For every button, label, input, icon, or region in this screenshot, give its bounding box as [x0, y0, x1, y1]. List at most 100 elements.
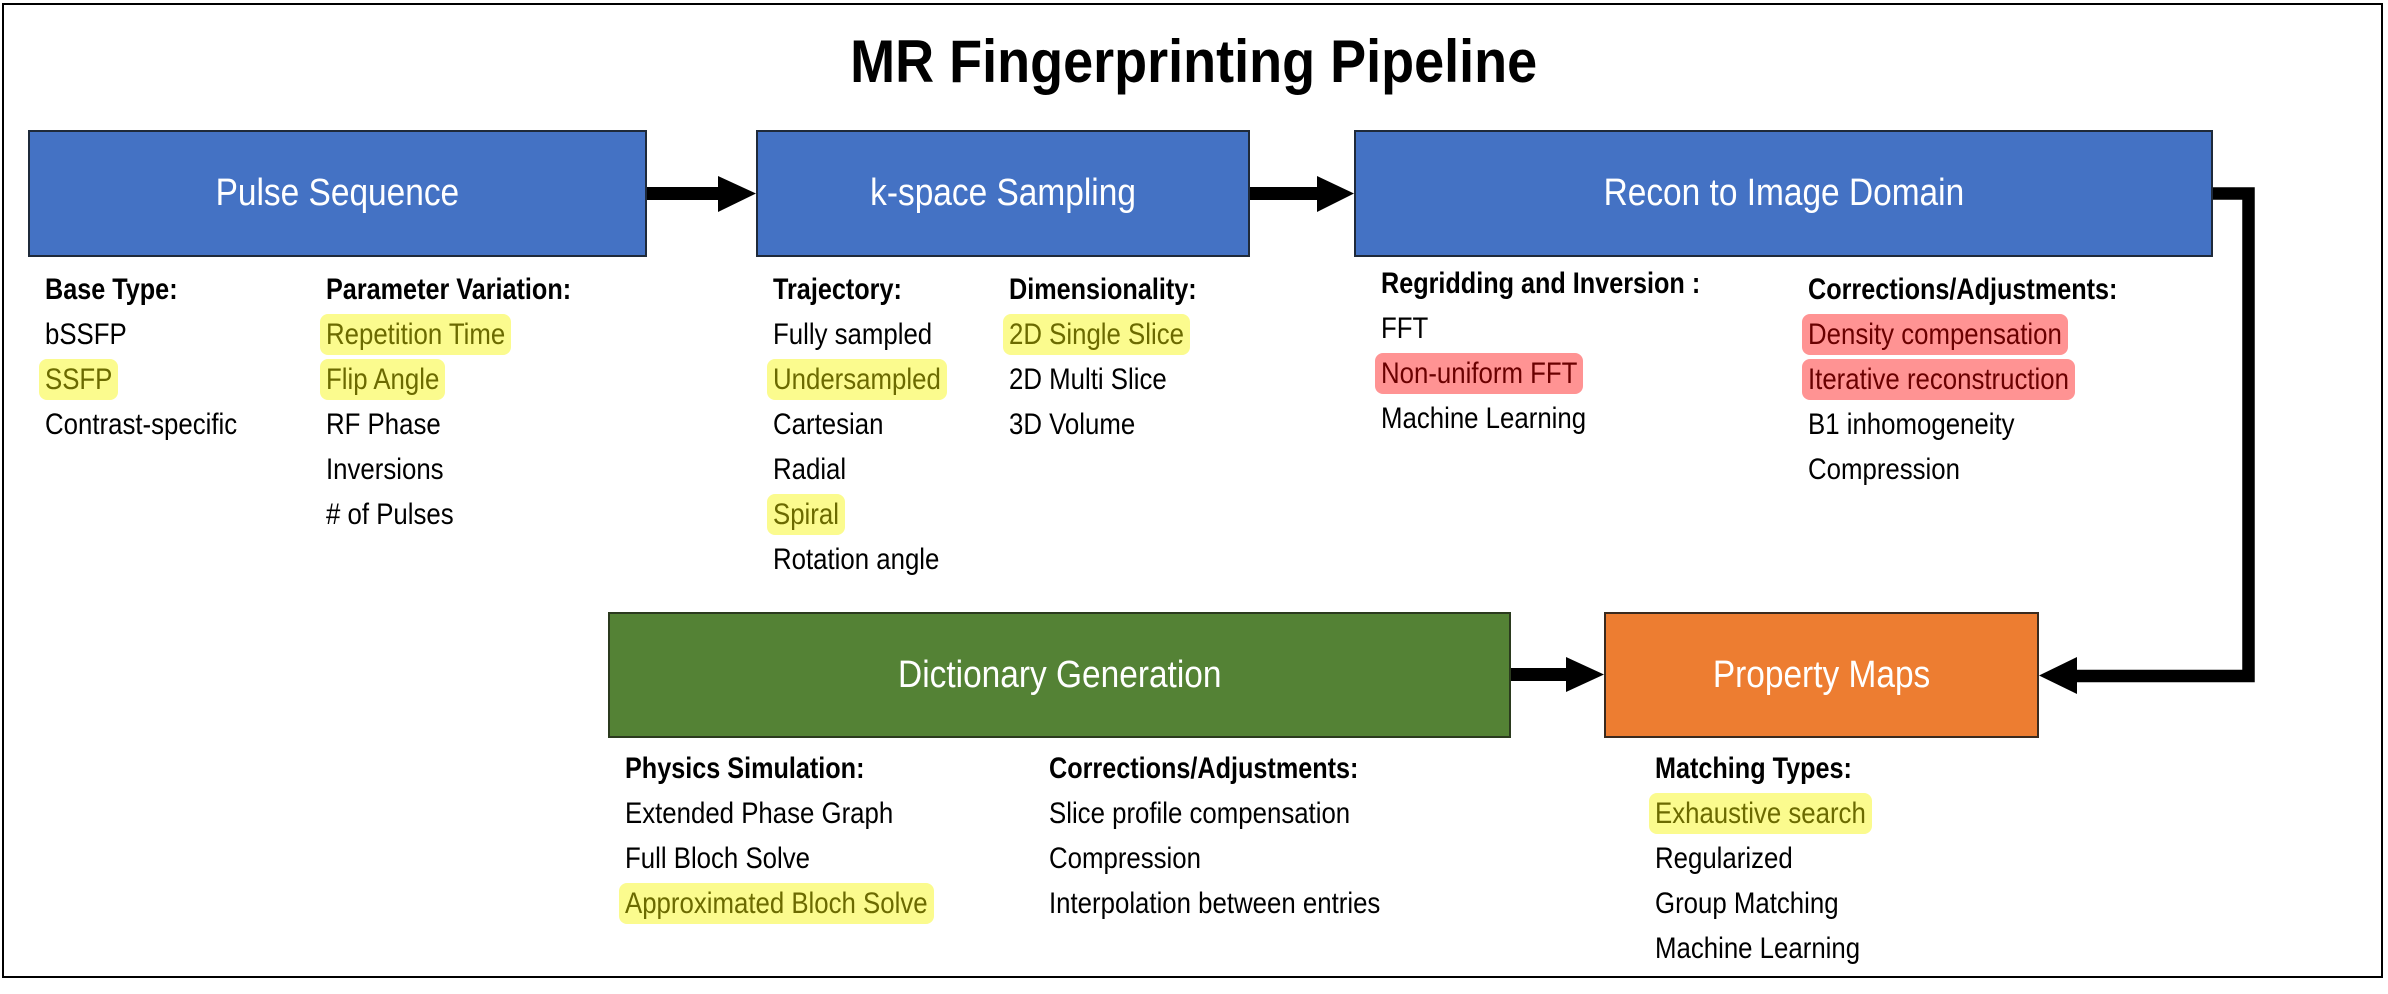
recon-regridding-column: Regridding and Inversion : FFT Non-uniform… [1375, 261, 1761, 441]
yellow-highlight [1649, 793, 1872, 834]
yellow-highlight [767, 359, 947, 400]
list-item: # of Pulses [326, 492, 618, 537]
list-item-text: Contrast-specific [45, 408, 238, 441]
list-item-text: Non-uniform FFT [1381, 357, 1578, 390]
list-item: Cartesian [773, 402, 968, 447]
list-item-text: 2D Multi Slice [1009, 363, 1167, 396]
list-item-text: Exhaustive search [1655, 797, 1866, 830]
list-item: Inversions [326, 447, 618, 492]
list-item-text: Fully sampled [773, 318, 933, 351]
list-item-text: Iterative reconstruction [1808, 363, 2069, 396]
diagram-title: MR Fingerprinting Pipeline [850, 28, 1538, 95]
list-item-text: Machine Learning [1655, 932, 1861, 965]
red-highlight [1802, 314, 2068, 355]
list-item-text: SSFP [45, 363, 113, 396]
yellow-highlight [320, 359, 446, 400]
list-item-text: FFT [1381, 312, 1429, 345]
list-item: Density compensation [1802, 312, 2176, 357]
yellow-highlight [1003, 314, 1190, 355]
column-header: Matching Types: [1655, 746, 1900, 791]
yellow-highlight [320, 314, 512, 355]
column-header-text: Corrections/Adjustments: [1049, 752, 1359, 785]
column-header-text: Corrections/Adjustments: [1808, 273, 2118, 306]
stage-label: k-space Sampling [870, 172, 1136, 214]
list-item-text: Machine Learning [1381, 402, 1587, 435]
list-item: Spiral [767, 492, 968, 537]
list-item: Full Bloch Solve [625, 836, 977, 881]
list-item-text: Repetition Time [326, 318, 506, 351]
column-header: Physics Simulation: [625, 746, 977, 791]
column-header-text: Trajectory: [773, 273, 902, 306]
list-item-text: Cartesian [773, 408, 884, 441]
list-item-text: bSSFP [45, 318, 127, 351]
list-item-text: Slice profile compensation [1049, 797, 1351, 830]
diagram-frame [2, 3, 2383, 978]
column-header-text: Matching Types: [1655, 752, 1852, 785]
arrow-kspace-to-recon [1250, 176, 1354, 212]
arrow-pulse-to-kspace [647, 176, 756, 212]
list-item: Interpolation between entries [1049, 881, 1434, 926]
column-header-text: Parameter Variation: [326, 273, 572, 306]
list-item: Undersampled [767, 357, 968, 402]
list-item: 2D Single Slice [1003, 312, 1232, 357]
list-item-text: Radial [773, 453, 847, 486]
stage-recon-to-image-domain: Recon to Image Domain [1354, 130, 2213, 257]
stage-property-maps: Property Maps [1604, 612, 2039, 738]
list-item-text: Rotation angle [773, 543, 940, 576]
column-header-text: Physics Simulation: [625, 752, 865, 785]
list-item-text: B1 inhomogeneity [1808, 408, 2015, 441]
list-item-text: Regularized [1655, 842, 1793, 875]
stage-label: Pulse Sequence [215, 172, 460, 214]
list-item: Compression [1808, 447, 2176, 492]
recon-corrections-column: Corrections/Adjustments: Density compensa… [1802, 267, 2176, 492]
list-item: SSFP [39, 357, 268, 402]
list-item: Contrast-specific [45, 402, 268, 447]
list-item: Rotation angle [773, 537, 968, 582]
list-item: Regularized [1655, 836, 1900, 881]
list-item: 3D Volume [1009, 402, 1232, 447]
yellow-highlight [619, 883, 934, 924]
column-header: Parameter Variation: [326, 267, 618, 312]
list-item-text: Density compensation [1808, 318, 2062, 351]
dictionary-corrections-column: Corrections/Adjustments: Slice profile co… [1049, 746, 1434, 926]
list-item: RF Phase [326, 402, 618, 447]
kspace-dimensionality-column: Dimensionality: 2D Single Slice 2D Multi S… [1003, 267, 1232, 447]
yellow-highlight [39, 359, 119, 400]
list-item-text: 3D Volume [1009, 408, 1136, 441]
stage-label: Recon to Image Domain [1603, 172, 1964, 214]
column-header: Corrections/Adjustments: [1808, 267, 2176, 312]
arrow-recon-to-property-maps [2039, 187, 2255, 694]
list-item-text: Approximated Bloch Solve [625, 887, 928, 920]
column-header: Dimensionality: [1009, 267, 1232, 312]
stage-pulse-sequence: Pulse Sequence [28, 130, 647, 257]
column-header: Trajectory: [773, 267, 968, 312]
list-item: B1 inhomogeneity [1808, 402, 2176, 447]
list-item-text: Spiral [773, 498, 839, 531]
list-item: Machine Learning [1381, 396, 1761, 441]
list-item-text: Full Bloch Solve [625, 842, 810, 875]
list-item: Extended Phase Graph [625, 791, 977, 836]
list-item: Repetition Time [320, 312, 618, 357]
list-item: Flip Angle [320, 357, 618, 402]
column-header: Corrections/Adjustments: [1049, 746, 1434, 791]
list-item-text: RF Phase [326, 408, 441, 441]
list-item-text: # of Pulses [326, 498, 454, 531]
list-item-text: 2D Single Slice [1009, 318, 1184, 351]
list-item-text: Compression [1808, 453, 1960, 486]
list-item-text: Group Matching [1655, 887, 1839, 920]
list-item-text: Inversions [326, 453, 444, 486]
list-item-text: Undersampled [773, 363, 941, 396]
stage-kspace-sampling: k-space Sampling [756, 130, 1250, 257]
list-item: FFT [1381, 306, 1761, 351]
column-header-text: Regridding and Inversion : [1381, 267, 1701, 300]
list-item: Compression [1049, 836, 1434, 881]
list-item: Non-uniform FFT [1375, 351, 1761, 396]
list-item: bSSFP [45, 312, 268, 357]
list-item: Approximated Bloch Solve [619, 881, 977, 926]
